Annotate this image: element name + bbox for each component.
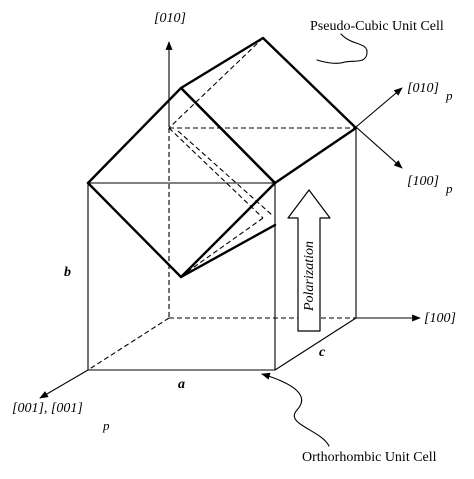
label-edge-a: a xyxy=(178,377,185,392)
label-pseudo-cubic-unit-cell: Pseudo-Cubic Unit Cell xyxy=(310,19,444,34)
label-axis-100: [100] xyxy=(424,311,456,326)
hidden-cubic-edge-4 xyxy=(179,217,264,278)
axis-001-line xyxy=(39,369,89,399)
label-axis-010: [010] xyxy=(154,11,186,26)
label-axis-010p-subscript: p xyxy=(446,88,453,103)
hidden-cubic-edge-1 xyxy=(168,37,264,129)
label-axis-001-subscript: p xyxy=(103,418,110,433)
label-orthorhombic-unit-cell: Orthorhombic Unit Cell xyxy=(302,450,437,465)
label-axis-100p: [100] xyxy=(407,174,439,189)
label-edge-c: c xyxy=(319,345,326,360)
polarization-arrow xyxy=(287,189,331,332)
pseudo-cubic-leader xyxy=(316,33,368,64)
label-edge-b: b xyxy=(64,265,71,280)
axis-010p-line xyxy=(355,87,403,128)
label-axis-001: [001], [001] xyxy=(12,401,83,416)
pseudo-cubic-ridge xyxy=(179,86,277,185)
box-edge-bottom-side xyxy=(274,317,357,371)
hidden-cubic-edge-3 xyxy=(177,130,273,216)
label-polarization: Polarization xyxy=(302,241,317,312)
label-axis-010p: [010] xyxy=(407,81,439,96)
orthorhombic-leader xyxy=(261,372,330,447)
label-axis-100p-subscript: p xyxy=(446,181,453,196)
pseudo-cubic-lower-edge xyxy=(179,223,277,279)
axis-100p-line xyxy=(355,126,403,169)
hidden-edge-back-depth xyxy=(87,317,170,371)
pseudo-cubic-outline xyxy=(86,36,358,185)
hidden-cubic-edge-2 xyxy=(168,127,264,219)
